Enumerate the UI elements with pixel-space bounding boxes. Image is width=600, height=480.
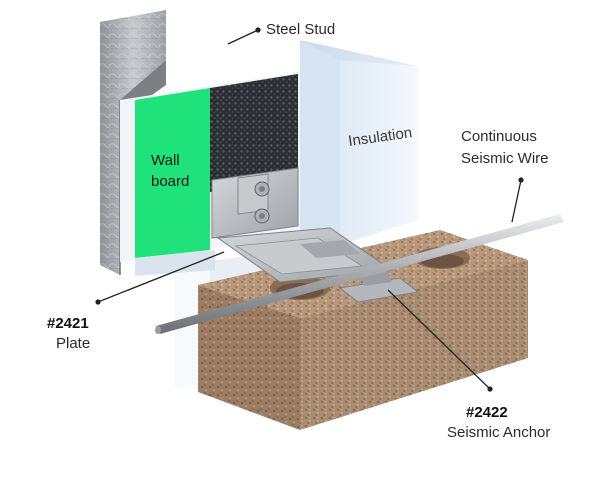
leader-steel-stud bbox=[227, 29, 259, 45]
label-wire-line2: Seismic Wire bbox=[461, 150, 549, 167]
label-steel-stud: Steel Stud bbox=[266, 21, 335, 38]
leader-lines bbox=[95, 27, 524, 392]
label-plate-number: #2421 bbox=[47, 315, 89, 332]
leader-anchor bbox=[387, 289, 491, 390]
label-plate-name: Plate bbox=[56, 335, 90, 352]
wall-board-panel bbox=[135, 88, 210, 258]
label-anchor-number: #2422 bbox=[466, 404, 508, 421]
label-anchor-name: Seismic Anchor bbox=[447, 424, 550, 441]
label-wall-board-2: board bbox=[151, 173, 189, 190]
continuous-seismic-wire bbox=[155, 214, 564, 334]
label-wire-line1: Continuous bbox=[461, 128, 537, 145]
plate-2421 bbox=[211, 167, 299, 239]
insulation-block bbox=[300, 40, 418, 245]
leader-plate bbox=[97, 251, 225, 303]
foil-facing bbox=[210, 74, 298, 192]
label-wall-board-1: Wall bbox=[151, 152, 180, 169]
leader-wire bbox=[511, 179, 522, 223]
